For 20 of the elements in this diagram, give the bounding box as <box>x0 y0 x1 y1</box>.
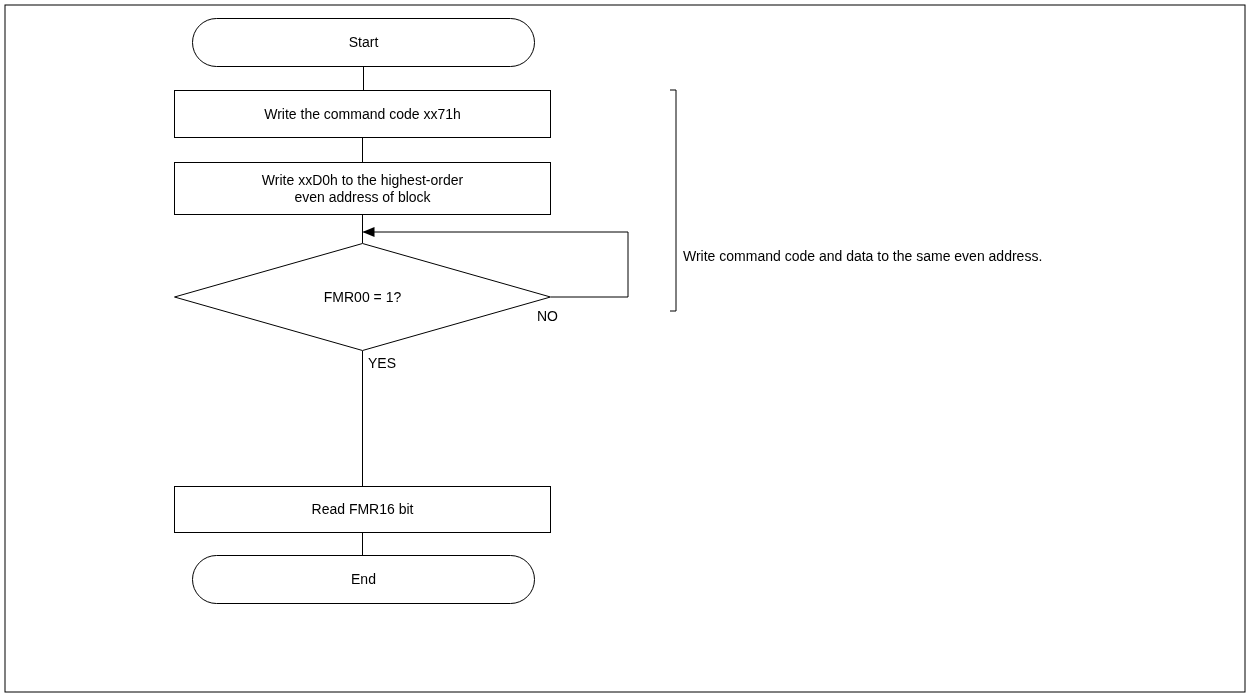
connector <box>362 137 363 163</box>
annotation-text: Write command code and data to the same even address. <box>683 248 1043 264</box>
terminal-shape <box>192 18 535 67</box>
connector <box>362 532 363 556</box>
connector <box>362 227 629 298</box>
node-text: Start <box>348 34 379 51</box>
edge-label: NO <box>537 308 558 324</box>
process-box <box>174 486 551 533</box>
node-text: Write xxD0h to the highest-order even address of block <box>260 171 465 206</box>
process-box <box>174 162 551 215</box>
node-text: FMR00 = 1? <box>323 288 402 306</box>
node-text: Write the command code xx71h <box>264 105 461 123</box>
connector <box>362 350 363 487</box>
connector <box>363 66 364 91</box>
edge-label: YES <box>368 355 396 371</box>
node-text: Read FMR16 bit <box>311 501 414 518</box>
node-text: End <box>351 571 376 588</box>
process-box <box>174 90 551 138</box>
terminal-shape <box>192 555 535 604</box>
connector <box>362 214 363 244</box>
